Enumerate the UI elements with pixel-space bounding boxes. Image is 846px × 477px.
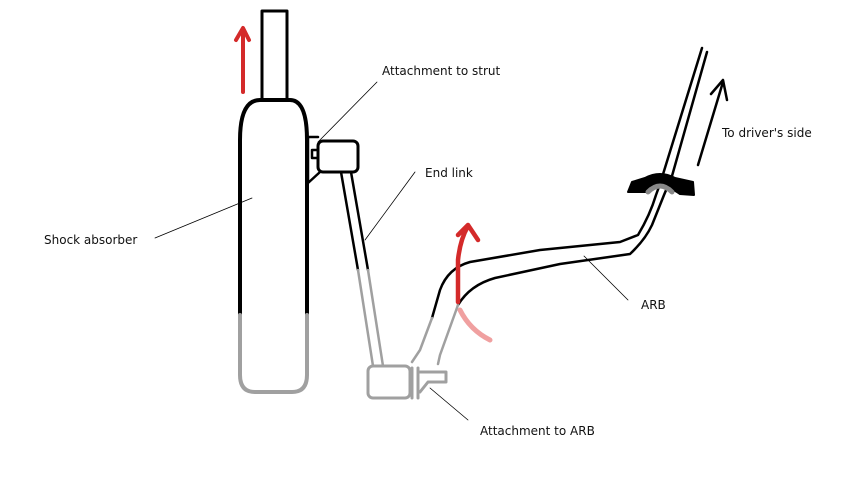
label-drivers-side: To driver's side (722, 126, 812, 140)
label-shock-absorber: Shock absorber (44, 233, 138, 247)
end-link-bottom-joint (366, 364, 412, 400)
arb-motion-arrow-tail (457, 307, 493, 343)
arb-upper-edge (430, 46, 704, 320)
leader-end-link (364, 171, 416, 241)
leader-arb (583, 255, 629, 301)
arb-lower-edge (456, 50, 709, 307)
end-link-rod-lower (356, 268, 385, 368)
label-end-link: End link (425, 166, 473, 180)
end-link-top-joint (316, 139, 360, 174)
label-attachment-strut: Attachment to strut (382, 64, 501, 78)
label-attachment-arb: Attachment to ARB (480, 424, 595, 438)
arb-lower-segment (410, 303, 460, 366)
leader-attachment-arb (429, 387, 469, 421)
end-link-rod (339, 170, 370, 272)
piston-rod (260, 9, 289, 102)
leader-attachment-strut (317, 81, 378, 143)
drivers-side-arrow-icon (696, 78, 729, 167)
leader-shock-absorber (154, 197, 253, 239)
label-arb: ARB (641, 298, 666, 312)
shock-body-lower (238, 313, 309, 394)
arb-motion-arrow-icon (455, 222, 481, 305)
arb-bushing-liner (645, 183, 675, 195)
shock-motion-arrow-icon (234, 26, 251, 94)
arb-bracket (410, 366, 448, 400)
shock-body (238, 98, 309, 317)
